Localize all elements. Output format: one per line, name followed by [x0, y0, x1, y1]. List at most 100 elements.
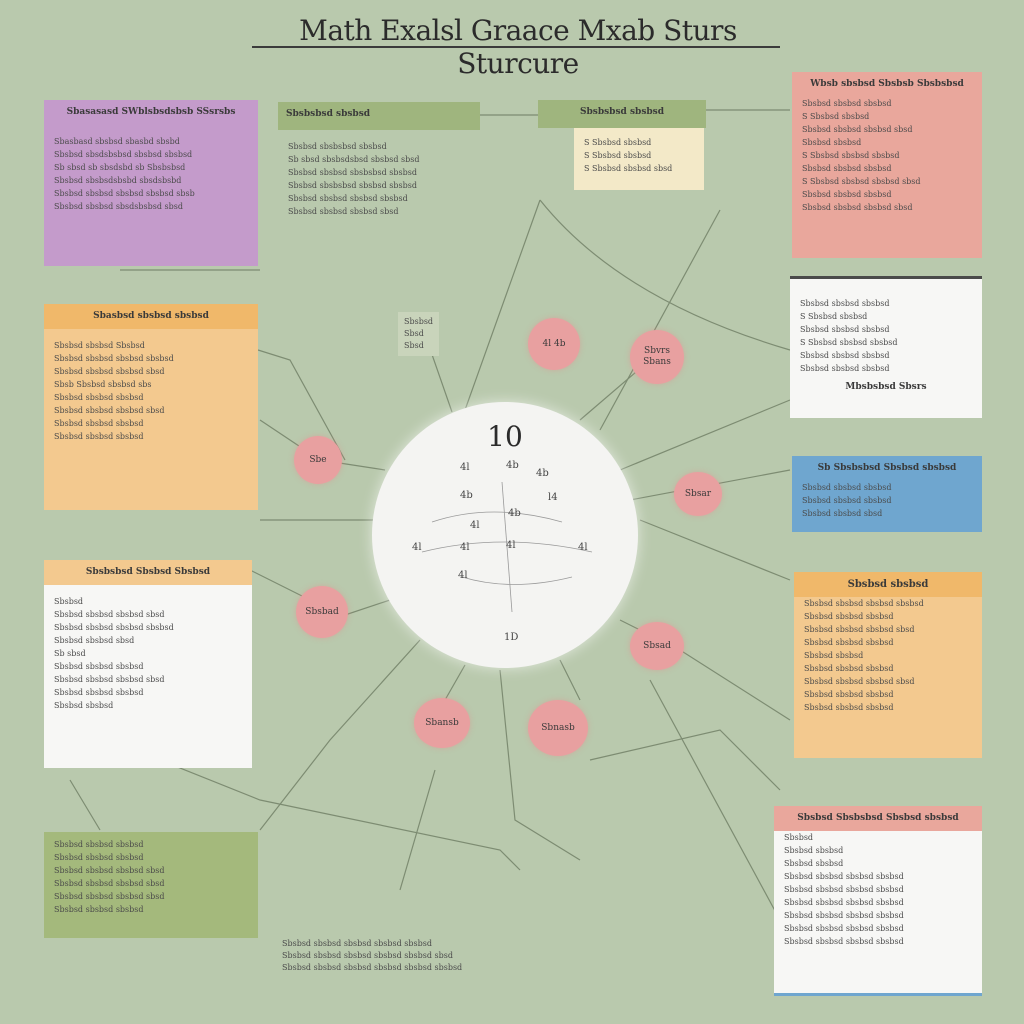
card-line: Sbsbsd sbsbsd sbsbsd — [804, 612, 894, 621]
card-line: Sbsbsd sbsbsbsd sbsbsd sbsbsd — [288, 181, 417, 190]
card-line: Sbsbsd sbsbsd sbsbsd sbsd — [802, 125, 913, 134]
card-line: Sbsbsd sbsbsd sbsbsd sbsd — [288, 207, 399, 216]
card-orange-left2: Sbsbsbsd Sbsbsd Sbsbsd Sbsbsd Sbsbsd sbs… — [44, 560, 252, 768]
card-line: Sbsbsd sbsbsd sbsbsd — [804, 690, 894, 699]
card-olive-top-header: Sbsbsbsd sbsbsd — [278, 102, 480, 130]
mid-note: Sbsbsd Sbsd Sbsd — [398, 312, 440, 356]
card-line: Sbsbsd sbsbsd sbsbsd — [54, 393, 144, 402]
card-line: Sbsbsd sbsbsd sbsbsd — [54, 662, 144, 671]
card-line: Sbsbsd sbsbsd sbsbsd — [800, 299, 890, 308]
center-glyph: 4l — [578, 542, 588, 553]
card-footer: Mbsbsbsd Sbsrs — [845, 382, 927, 392]
center-glyph: 4b — [506, 460, 519, 471]
card-line: Sbsbsd sbsbsd sbsbsd sbsd — [54, 879, 165, 888]
note-line: Sbsbsd sbsbsd sbsbsd sbsbsd sbsbsd sbsbs… — [282, 963, 463, 972]
card-orange-left: Sbasbsd sbsbsd sbsbsd Sbsbsd sbsbsd Sbsb… — [44, 304, 258, 510]
card-line: Sbsbsd sbsbsd sbsbsd — [54, 688, 144, 697]
card-line: Sbsbsd sbsbsd sbsbsd — [54, 432, 144, 441]
card-line: Sbsbsd sbsbsd sbsbsd sbsbsd — [784, 885, 904, 894]
card-line: Sb sbsd sb sbsdsbd sb Sbsbsbsd — [54, 163, 186, 172]
card-line: Sbsbsd sbsbsd sbsbsd sbsd — [54, 892, 165, 901]
card-line: Sbsbsd sbsbsd sbsbsd sbsbsd sbsb — [54, 189, 195, 198]
card-line: Sbsbsd sbsbsd — [784, 846, 844, 855]
card-line: Sbsbsd sbsbsd sbsbsd — [802, 483, 892, 492]
diagram-title: Math Exalsl Graace Mxab Sturs Sturcure — [299, 14, 737, 80]
card-line: Sbsbsd sbsbsd sbsd — [54, 636, 135, 645]
card-olive-top-body: Sbsbsd sbsbsbsd sbsbsd Sb sbsd sbsbsdsbs… — [278, 140, 498, 270]
card-line: Sbsbsd sbsdsbsbsd sbsbsd sbsbsd — [54, 150, 193, 159]
bubble-node: Sbsad — [630, 622, 684, 670]
bottom-note: Sbsbsd sbsbsd sbsbsd sbsbsd sbsbsd Sbsbs… — [282, 938, 462, 974]
card-header: Sbsbsd sbsbsd — [794, 572, 982, 597]
note-line: Sbsd — [404, 341, 424, 350]
card-line: S Sbsbsd sbsbsd sbsbsd — [802, 151, 900, 160]
card-line: Sbsbsd sbsbsd — [54, 701, 114, 710]
card-line: Sbsbsd — [784, 833, 814, 842]
card-line: S Sbsbsd sbsbsd — [584, 138, 652, 147]
note-line: Sbsbsd — [404, 317, 434, 326]
bubble-node: Sbsar — [674, 472, 722, 516]
card-line: Sbsbsd sbsbsd sbsbsd — [54, 905, 144, 914]
center-glyph: 4l — [460, 542, 470, 553]
card-header: Wbsb sbsbsd Sbsbsb Sbsbsbsd — [810, 79, 964, 89]
card-line: Sbsbsd sbsbsd sbsbsd — [802, 190, 892, 199]
card-line: Sbsbsd sbsbsd sbsbsd sbsd — [804, 677, 915, 686]
center-glyph: 4b — [536, 468, 549, 479]
center-glyph: l4 — [548, 492, 558, 503]
card-line: Sbsbsd sbsbsd sbsbsd sbsbsd — [784, 911, 904, 920]
bubble-node: Sbansb — [414, 698, 470, 748]
center-sketch — [421, 481, 593, 613]
card-purple: Sbasasasd SWblsbsdsbsb SSsrsbs Sbasbasd … — [44, 100, 258, 266]
card-line: Sb sbsd — [54, 649, 86, 658]
card-line: Sbsbsd sbsbsd sbsbsd — [54, 840, 144, 849]
card-line: S Sbsbsd sbsbsd — [802, 112, 870, 121]
card-line: Sbsbsd sbsbsd sbsbsd — [804, 664, 894, 673]
bubble-node: Sbsbad — [296, 586, 348, 638]
card-line: Sbsbsd sbsbsbsd sbsbsd — [288, 142, 387, 151]
card-line: Sbsbsd sbsbsd sbsbsd — [800, 364, 890, 373]
card-line: Sbsbsd sbsbsd sbsbsd sbsbsd — [784, 937, 904, 946]
note-line: Sbsbsd sbsbsd sbsbsd sbsbsd sbsbsd sbsd — [282, 951, 453, 960]
card-line: S Sbsbsd sbsbsd — [584, 151, 652, 160]
card-line: Sbsbsd sbsbsd Sbsbsd — [54, 341, 145, 350]
card-line: S Sbsbsd sbsbsd — [800, 312, 868, 321]
center-circle: 10 4l 4b 4b 4b l4 4b 4l 4l 4l 4l 4l 4l 1… — [372, 402, 638, 668]
card-line: Sbsbsd sbsbsd sbsdsbsbsd sbsd — [54, 202, 183, 211]
card-line: Sbsbsd sbsbsd sbsbsd — [804, 703, 894, 712]
card-line: Sbsbsd sbsbsd sbsbsd sbsbsd — [288, 194, 408, 203]
card-line: Sbsbsd sbsbsd sbsbsd sbsd — [54, 675, 165, 684]
card-salmon: Wbsb sbsbsd Sbsbsb Sbsbsbsd Sbsbsd sbsbs… — [792, 72, 982, 258]
bubble-node: 4l 4b — [528, 318, 580, 370]
card-header: Sbsbsbsd sbsbsd — [286, 109, 371, 119]
card-line: Sbsbsd sbsbsd sbsbsd — [800, 351, 890, 360]
title-underline — [252, 46, 780, 48]
bubble-node: Sbnasb — [528, 700, 588, 756]
card-line: Sbsbsd sbsbsd — [784, 859, 844, 868]
card-header: Sbasasasd SWblsbsdsbsb SSsrsbs — [66, 107, 236, 117]
bubble-node: Sbe — [294, 436, 342, 484]
card-line: Sbsbsd sbsbsd sbsbsd sbsd — [54, 406, 165, 415]
card-line: Sbsbsd sbsbsd sbsbsd — [800, 325, 890, 334]
card-header: Sbsbsbsd Sbsbsd Sbsbsd — [44, 560, 252, 585]
card-line: Sbsbsd sbsbsd sbsbsd — [54, 419, 144, 428]
card-header: Sbasbsd sbsbsd sbsbsd — [44, 304, 258, 329]
center-glyph: 4b — [460, 490, 473, 501]
center-glyph: 4l — [460, 462, 470, 473]
card-white-right: Sbsbsd sbsbsd sbsbsd S Sbsbsd sbsbsd Sbs… — [790, 276, 982, 418]
card-cream-top: S Sbsbsd sbsbsd S Sbsbsd sbsbsd S Sbsbsd… — [574, 128, 704, 190]
card-line: Sbsb Sbsbsd sbsbsd sbs — [54, 380, 152, 389]
center-glyph: 1D — [504, 632, 519, 643]
card-white-bottom-right: Sbsbsd Sbsbsbsd Sbsbsd sbsbsd Sbsbsd Sbs… — [774, 806, 982, 996]
bubble-node: Sbvrs Sbans — [630, 330, 684, 384]
card-line: Sbsbsd sbsbsd sbsbsd sbsd — [54, 367, 165, 376]
card-line: Sbsbsd sbsbsd sbsbsd sbsd — [54, 866, 165, 875]
card-line: S Sbsbsd sbsbsd sbsbsd — [800, 338, 898, 347]
center-glyph: 4b — [508, 508, 521, 519]
card-line: Sbsbsd sbsbsd sbsbsd sbsd — [54, 610, 165, 619]
card-line: Sbsbsd sbsbsd sbsbsd sbsbsd — [804, 599, 924, 608]
card-line: Sbsbsd sbsbsd sbsbsd — [54, 853, 144, 862]
card-line: Sbsbsd sbsbsd sbsbsd sbsbsd — [784, 872, 904, 881]
note-line: Sbsbsd sbsbsd sbsbsd sbsbsd sbsbsd — [282, 939, 432, 948]
card-line: Sbsbsd sbsbsd sbsbsd sbsd — [802, 203, 913, 212]
center-glyph: 4l — [412, 542, 422, 553]
